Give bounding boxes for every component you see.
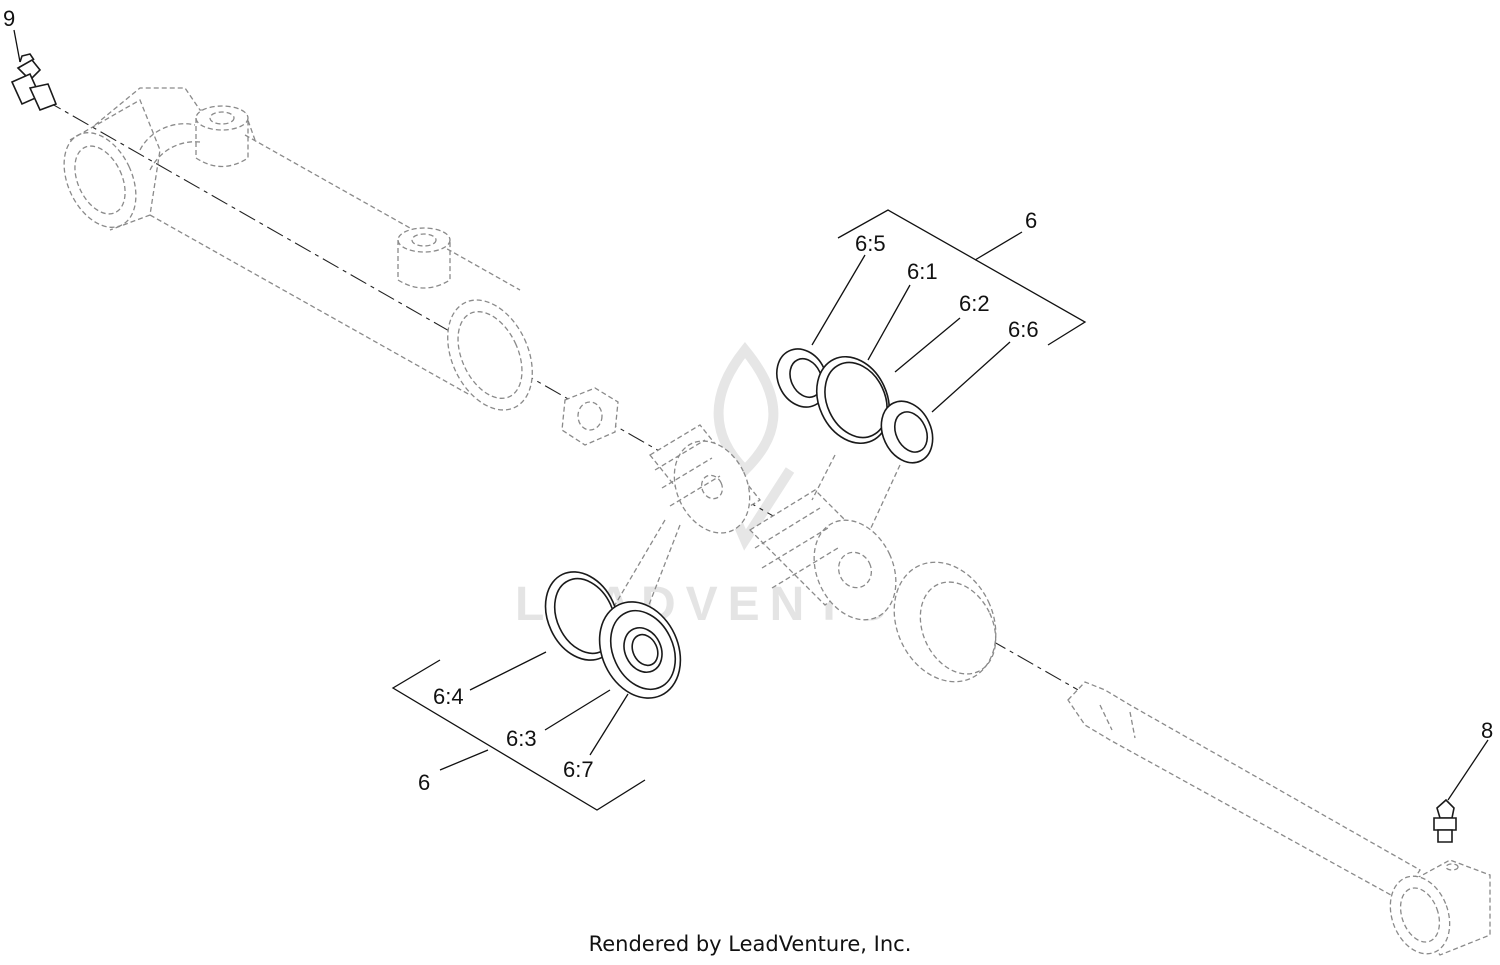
grease-fitting-straight [1433, 798, 1457, 843]
seal-alignment-line [869, 464, 901, 531]
callout-6-2: 6:2 [959, 291, 990, 316]
callout-6-5: 6:5 [855, 231, 886, 256]
callout-6-6: 6:6 [1008, 317, 1039, 342]
seal-alignment-line [611, 519, 666, 611]
rod-clevis [1389, 859, 1491, 956]
piston-rod [1067, 681, 1421, 901]
hex-nut [561, 387, 619, 446]
callout-6-7: 6:7 [563, 757, 594, 782]
callout-6-lower: 6 [418, 770, 430, 795]
leader-lines [13, 29, 1489, 801]
footer-credit: Rendered by LeadVenture, Inc. [589, 932, 912, 956]
callout-8: 8 [1481, 718, 1493, 743]
callout-6-1: 6:1 [907, 259, 938, 284]
kit-bracket-upper [837, 209, 1087, 346]
callout-6-4: 6:4 [433, 684, 464, 709]
grease-fitting-90deg [10, 53, 58, 112]
seal-6-1 [815, 355, 891, 445]
kit-bracket-lower [391, 659, 646, 811]
seal-alignment-line [644, 524, 681, 616]
piston [649, 424, 761, 534]
seal-alignment-line [811, 454, 836, 501]
end-cap-ring [893, 561, 997, 683]
callout-6-3: 6:3 [506, 726, 537, 751]
callout-9: 9 [3, 6, 15, 31]
callout-6-upper: 6 [1025, 208, 1037, 233]
seal-6-5 [776, 348, 828, 408]
rod-gland [748, 489, 897, 621]
cylinder-barrel [63, 87, 533, 411]
seal-6-6 [880, 400, 934, 464]
seal-6-7 [623, 627, 663, 673]
